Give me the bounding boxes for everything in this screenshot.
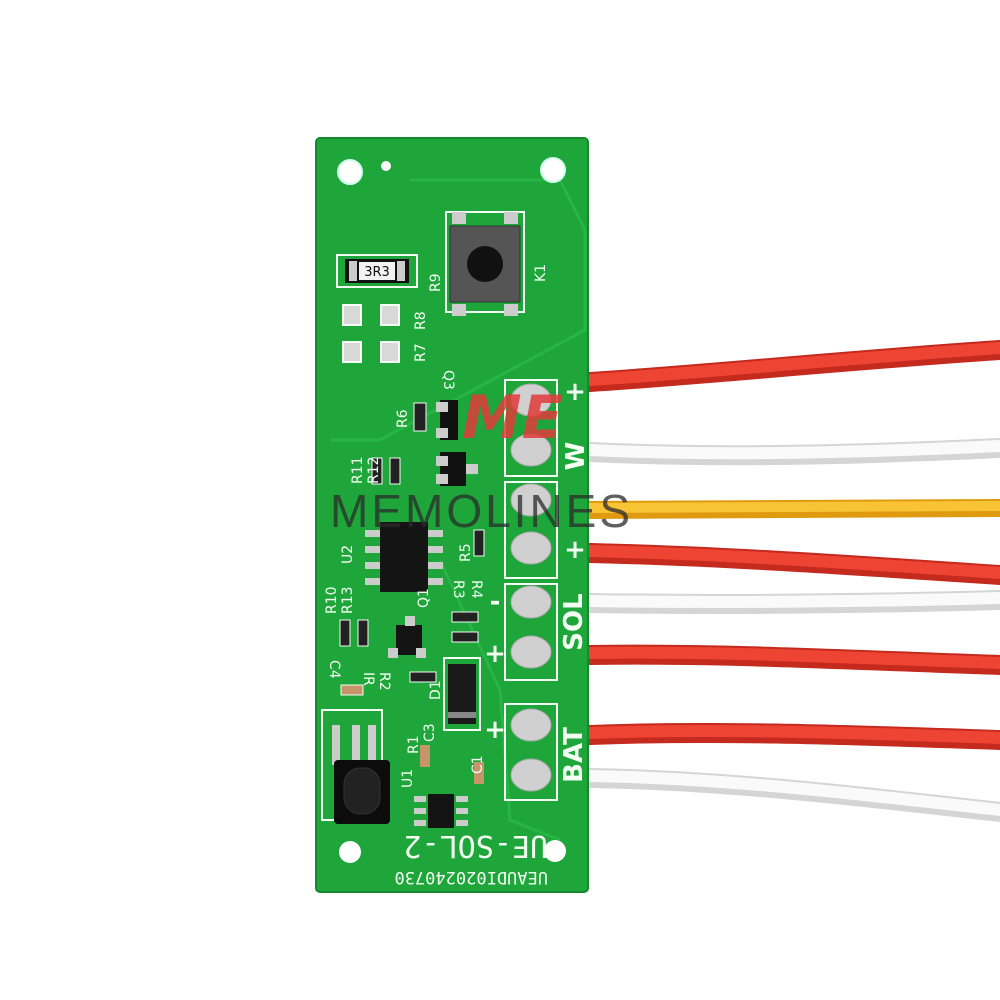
terminals: [504, 379, 558, 801]
watermark-logo-text: ME: [462, 383, 563, 453]
pcb: 3R3: [315, 137, 591, 893]
designator: R3: [450, 580, 466, 599]
designator: R7: [413, 343, 429, 362]
mounting-hole: [544, 840, 566, 862]
ic-u1: [414, 794, 468, 828]
smd-components: [339, 402, 485, 784]
diode-d1: [443, 657, 481, 731]
designator: C1: [470, 755, 486, 774]
designator: Q1: [416, 588, 432, 608]
label-bat-plus: +: [484, 715, 506, 745]
designator: R10: [324, 586, 340, 614]
label-sol: SOL: [559, 593, 589, 650]
designator: R8: [413, 311, 429, 330]
designator: IR: [360, 672, 376, 686]
wires: [580, 340, 1000, 822]
label-w: W: [561, 442, 591, 471]
designator: R2: [376, 672, 392, 691]
designator: C3: [422, 723, 438, 742]
designator: R4: [468, 580, 484, 599]
designator: R9: [428, 273, 444, 292]
designator: D1: [428, 680, 444, 700]
designator: R1: [406, 735, 422, 754]
watermark: MEMOLINES ME: [330, 383, 633, 537]
resistor-marking: 3R3: [364, 265, 390, 280]
designator: R11: [350, 456, 366, 484]
transistor-q3: [436, 400, 478, 486]
pads-r7-r8: [342, 304, 400, 363]
board-model: UE-SOL-2: [404, 828, 549, 863]
designator: C4: [326, 660, 342, 679]
watermark-logo: ME: [462, 383, 563, 453]
watermark-text: MEMOLINES: [330, 485, 633, 537]
label-bat: BAT: [559, 727, 589, 783]
board-serial: UEAUDI020240730: [394, 867, 548, 887]
tact-switch-k1[interactable]: [445, 211, 525, 316]
designator: Q3: [440, 370, 456, 390]
transistor-q1: [388, 616, 426, 658]
ic-u2: [365, 522, 443, 592]
label-w-plus: +: [564, 377, 586, 407]
mounting-hole: [337, 159, 363, 185]
solder-pads: [510, 383, 552, 792]
designator: R5: [458, 543, 474, 562]
label-sol-minus: -: [490, 587, 501, 617]
resistor-3r3: 3R3: [336, 254, 418, 288]
designator: R13: [340, 586, 356, 614]
designators: R9 K1 R8 R7 R6 R11 R12 U2 R5 R10 R13 Q1 …: [324, 264, 549, 788]
ir-receiver: [321, 709, 390, 824]
designator: K1: [533, 264, 549, 282]
mounting-hole: [339, 841, 361, 863]
designator: R12: [366, 456, 382, 484]
label-sol-plus2: +: [484, 639, 506, 669]
mounting-hole: [540, 157, 566, 183]
label-sol-plus: +: [564, 535, 586, 565]
designator: R6: [395, 409, 411, 428]
designator: U1: [400, 769, 416, 788]
designator: U2: [340, 545, 356, 564]
